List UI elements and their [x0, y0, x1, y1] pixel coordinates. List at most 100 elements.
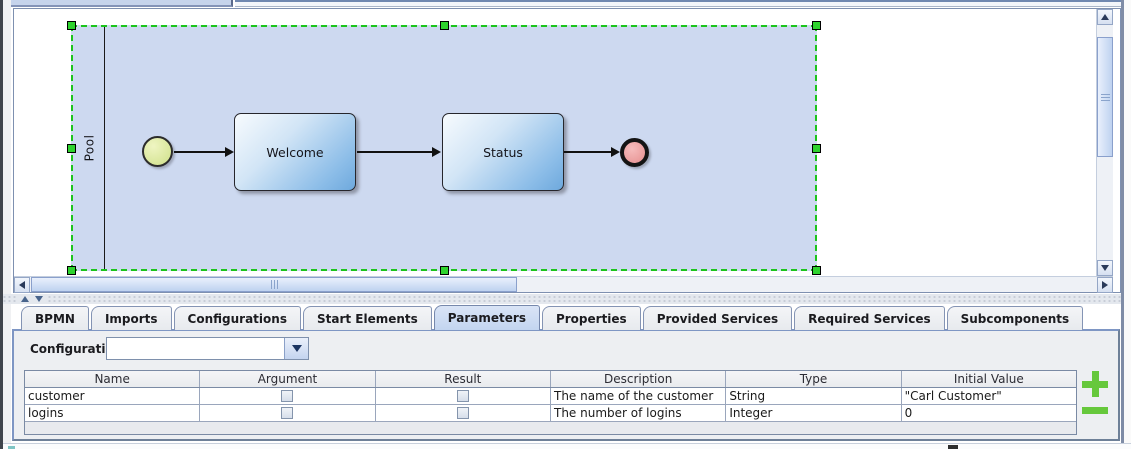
- cell-initial-value[interactable]: "Carl Customer": [904, 389, 1002, 403]
- header-name[interactable]: Name: [25, 371, 201, 387]
- scroll-down-icon: [1101, 265, 1109, 271]
- tab-label: BPMN: [35, 311, 75, 326]
- selection-handle-bottom-right[interactable]: [812, 266, 821, 275]
- pool-label-divider: [104, 27, 105, 269]
- configuration-combobox-value: [107, 338, 284, 359]
- cell-description[interactable]: The number of logins: [551, 405, 727, 421]
- scroll-right-icon: [1102, 281, 1108, 289]
- scroll-right-button[interactable]: [1097, 277, 1113, 293]
- cell-result[interactable]: [376, 388, 551, 404]
- sequence-flow-start-to-welcome[interactable]: [174, 147, 234, 157]
- bpmn-pool[interactable]: Pool Welcome Status: [67, 21, 821, 275]
- task-welcome-label: Welcome: [266, 144, 324, 160]
- header-argument[interactable]: Argument: [200, 371, 376, 387]
- scroll-left-button[interactable]: [14, 277, 30, 293]
- cell-argument[interactable]: [200, 388, 376, 404]
- diagram-canvas[interactable]: Pool Welcome Status: [13, 8, 1121, 293]
- horizontal-scroll-thumb[interactable]: [31, 277, 517, 292]
- task-status[interactable]: Status: [442, 113, 564, 191]
- selection-handle-bottom-mid[interactable]: [440, 266, 449, 275]
- window-left-margin: [3, 0, 11, 449]
- selection-handle-mid-left[interactable]: [67, 144, 76, 153]
- pool-label-text: Pool: [81, 134, 96, 162]
- splitter-expand-icon[interactable]: [21, 296, 29, 302]
- tab-bpmn[interactable]: BPMN: [21, 306, 89, 330]
- table-row[interactable]: logins The number of logins Integer 0: [25, 405, 1076, 422]
- header-result[interactable]: Result: [376, 371, 551, 387]
- tab-provided-services[interactable]: Provided Services: [642, 306, 793, 330]
- cell-type[interactable]: String: [726, 388, 902, 404]
- sequence-flow-status-to-end[interactable]: [564, 147, 620, 157]
- argument-checkbox[interactable]: [281, 390, 294, 402]
- configuration-combobox-button[interactable]: [284, 338, 308, 359]
- cell-name[interactable]: customer: [25, 388, 201, 404]
- table-header-row: Name Argument Result Description Type In…: [25, 371, 1076, 388]
- end-event-circle[interactable]: [620, 138, 649, 167]
- cell-result[interactable]: [376, 405, 551, 421]
- top-toolbar-sliver: [3, 0, 1131, 7]
- scroll-up-button[interactable]: [1097, 9, 1113, 25]
- canvas-horizontal-scrollbar[interactable]: [14, 276, 1113, 293]
- tab-start-elements[interactable]: Start Elements: [302, 306, 432, 330]
- cell-description[interactable]: The name of the customer: [551, 388, 727, 404]
- canvas-vertical-scrollbar[interactable]: [1096, 9, 1113, 276]
- header-initial-value[interactable]: Initial Value: [953, 372, 1024, 386]
- parameters-panel: Configuration Name Argument Result Descr…: [12, 329, 1120, 441]
- configuration-label: Configuration: [30, 342, 123, 356]
- tab-label: Provided Services: [656, 311, 779, 326]
- start-event-circle[interactable]: [142, 136, 173, 167]
- cell-type[interactable]: Integer: [726, 405, 902, 421]
- cell-initial-value[interactable]: 0: [904, 406, 913, 420]
- splitter-collapse-buttons[interactable]: [18, 296, 46, 302]
- result-checkbox[interactable]: [456, 407, 469, 419]
- panel-splitter[interactable]: [3, 294, 1131, 304]
- thumb-grip-icon: [1100, 96, 1110, 98]
- arrowhead-icon: [432, 147, 441, 157]
- vertical-scroll-thumb[interactable]: [1097, 37, 1113, 157]
- selection-handle-top-right[interactable]: [812, 21, 821, 30]
- tab-label: Parameters: [447, 311, 526, 325]
- tab-label: Imports: [104, 311, 158, 326]
- sequence-flow-welcome-to-status[interactable]: [357, 147, 441, 157]
- window-right-edge: [1121, 0, 1124, 443]
- top-tabbar-sliver: [235, 0, 1131, 7]
- table-row[interactable]: customer The name of the customer String…: [25, 388, 1076, 405]
- header-description[interactable]: Description: [551, 371, 727, 387]
- tab-subcomponents[interactable]: Subcomponents: [946, 306, 1084, 330]
- cell-argument[interactable]: [200, 405, 376, 421]
- scroll-down-button[interactable]: [1097, 260, 1113, 276]
- arrowhead-icon: [225, 147, 234, 157]
- tab-label: Required Services: [808, 311, 931, 326]
- selection-handle-top-mid[interactable]: [440, 21, 449, 30]
- tab-required-services[interactable]: Required Services: [794, 306, 945, 330]
- mini-square-icon: [948, 445, 958, 449]
- tab-configurations[interactable]: Configurations: [173, 306, 301, 330]
- tab-label: Configurations: [187, 311, 287, 326]
- tab-properties[interactable]: Properties: [541, 306, 641, 330]
- tab-label: Subcomponents: [960, 311, 1070, 326]
- properties-tab-bar: BPMN Imports Configurations Start Elemen…: [14, 305, 1085, 330]
- plus-icon: [1092, 371, 1099, 397]
- task-welcome[interactable]: Welcome: [234, 113, 356, 191]
- top-selected-tab-sliver[interactable]: [11, 0, 233, 7]
- cell-name[interactable]: logins: [25, 405, 201, 421]
- result-checkbox[interactable]: [456, 390, 469, 402]
- thumb-grip-icon: [273, 280, 275, 289]
- scroll-up-icon: [1101, 14, 1109, 20]
- selection-handle-mid-right[interactable]: [812, 144, 821, 153]
- scroll-left-icon: [19, 281, 25, 289]
- pool-label: Pool: [75, 27, 103, 269]
- header-type[interactable]: Type: [726, 371, 902, 387]
- argument-checkbox[interactable]: [281, 407, 294, 419]
- add-parameter-button[interactable]: [1082, 371, 1108, 397]
- tab-parameters[interactable]: Parameters: [433, 305, 540, 330]
- selection-handle-top-left[interactable]: [67, 21, 76, 30]
- remove-parameter-button[interactable]: [1082, 407, 1108, 414]
- parameters-table: Name Argument Result Description Type In…: [24, 370, 1077, 435]
- configuration-combobox[interactable]: [106, 337, 309, 360]
- tab-label: Start Elements: [316, 311, 418, 326]
- window-left-edge: [0, 0, 3, 449]
- splitter-collapse-icon[interactable]: [35, 296, 43, 302]
- selection-handle-bottom-left[interactable]: [67, 266, 76, 275]
- tab-imports[interactable]: Imports: [90, 306, 172, 330]
